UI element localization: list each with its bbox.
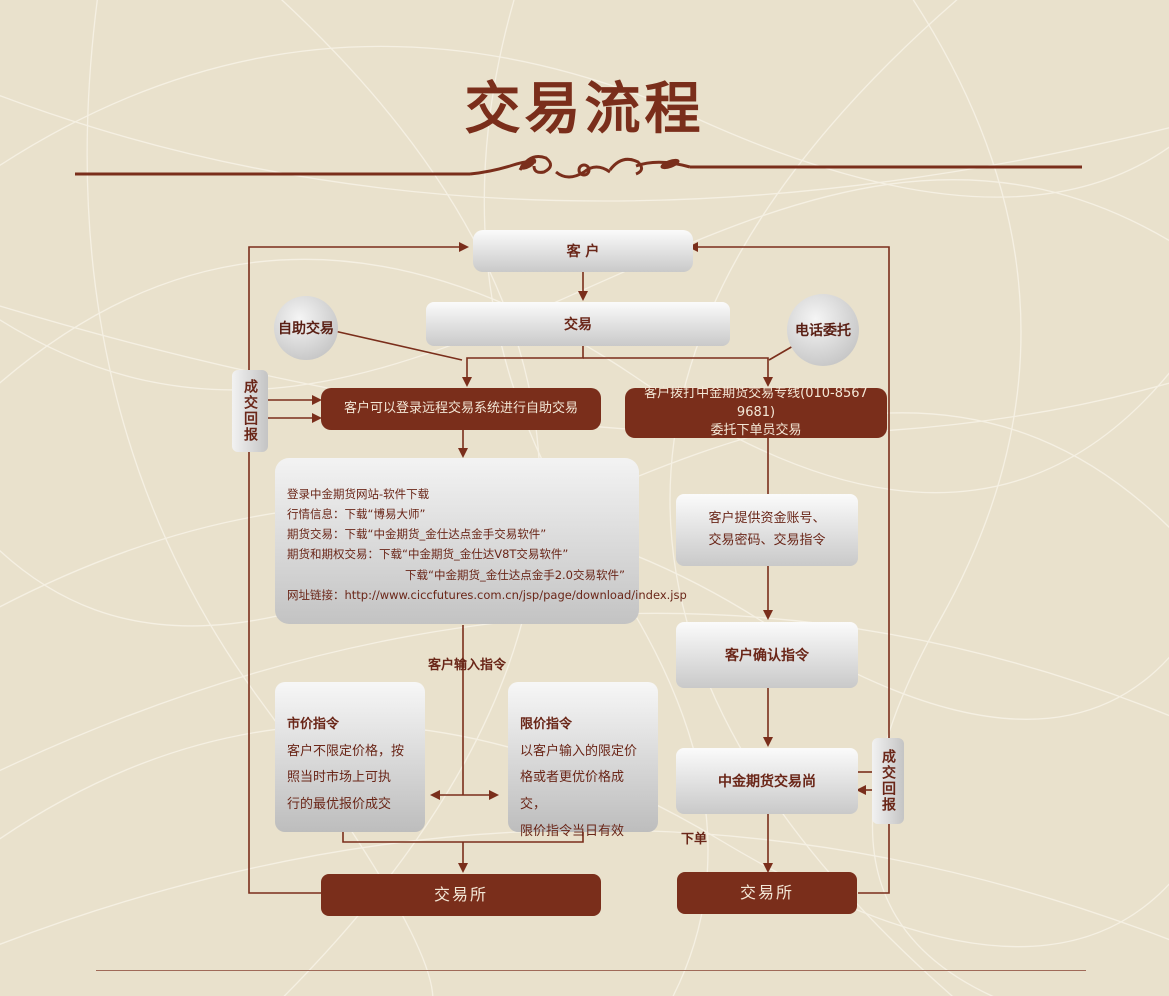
trade-report-left: 成交回报 xyxy=(232,370,268,452)
provide-info-box: 客户提供资金账号、 交易密码、交易指令 xyxy=(676,494,858,566)
download-line: 行情信息：下载“博易大师” xyxy=(287,507,426,522)
customer-node: 客 户 xyxy=(473,230,693,272)
download-line: 登录中金期货网站-软件下载 xyxy=(287,487,430,501)
market-order-line: 照当时市场上可执 xyxy=(287,770,392,786)
limit-order-line: 限价指令当日有效 xyxy=(520,823,625,839)
trade-report-right: 成交回报 xyxy=(872,738,904,824)
phone-order-circle: 电话委托 xyxy=(787,294,859,366)
download-line: 期货和期权交易：下载“中金期货_金仕达V8T交易软件” xyxy=(287,547,569,562)
limit-order-box: 限价指令 以客户输入的限定价 格或者更优价格成交， 限价指令当日有效 xyxy=(508,682,658,839)
hotline-box: 客户拨打中金期货交易专线(010-8567 9681) 委托下单员交易 xyxy=(625,385,887,439)
download-url: 网址链接：http://www.ciccfutures.com.cn/jsp/p… xyxy=(287,587,687,602)
market-order-title: 市价指令 xyxy=(287,717,340,732)
place-order-label: 下单 xyxy=(681,832,708,847)
provide-info-line2: 交易密码、交易指令 xyxy=(708,533,826,548)
hotline-line1: 客户拨打中金期货交易专线(010-8567 9681) xyxy=(644,385,868,420)
confirm-box: 客户确认指令 xyxy=(676,622,858,688)
provide-info-line1: 客户提供资金账号、 xyxy=(708,510,826,526)
limit-order-line: 格或者更优价格成交， xyxy=(520,770,625,812)
exchange-left: 交易所 xyxy=(321,874,601,916)
bottom-divider xyxy=(96,970,1086,971)
page-title: 交易流程 xyxy=(464,77,705,142)
limit-order-line: 以客户输入的限定价 xyxy=(520,743,638,759)
download-line: 下载“中金期货_金仕达点金手2.0交易软件” xyxy=(405,567,625,582)
self-trade-circle: 自助交易 xyxy=(274,296,338,360)
trade-node: 交易 xyxy=(426,302,730,346)
input-order-label: 客户输入指令 xyxy=(428,658,507,673)
hotline-line2: 委托下单员交易 xyxy=(710,423,802,439)
limit-order-title: 限价指令 xyxy=(520,717,573,732)
market-order-line: 客户不限定价格，按 xyxy=(287,743,405,759)
ornament-divider-icon xyxy=(75,155,1082,179)
cicc-desk-box: 中金期货交易尚 xyxy=(676,748,858,814)
remote-system-box: 客户可以登录远程交易系统进行自助交易 xyxy=(321,388,601,430)
exchange-right: 交易所 xyxy=(677,872,857,914)
market-order-line: 行的最优报价成交 xyxy=(287,796,392,812)
download-info-box: 登录中金期货网站-软件下载 行情信息：下载“博易大师” 期货交易：下载“中金期货… xyxy=(275,458,687,624)
market-order-box: 市价指令 客户不限定价格，按 照当时市场上可执 行的最优报价成交 xyxy=(275,682,425,832)
download-line: 期货交易：下载“中金期货_金仕达点金手交易软件” xyxy=(287,527,547,542)
